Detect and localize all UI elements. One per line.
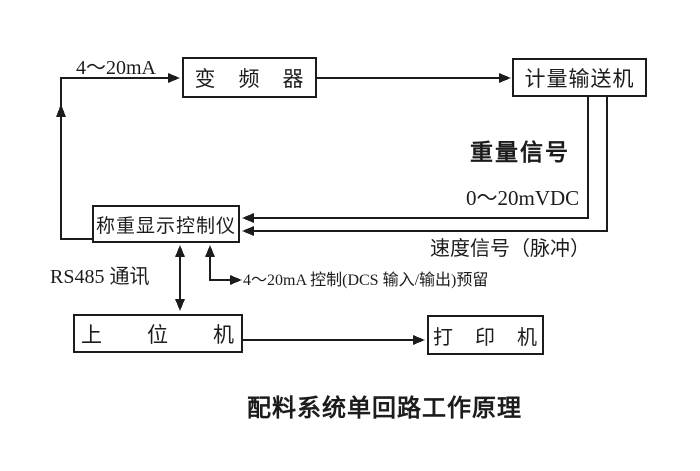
label-0-20mvdc: 0～20mVDC [466,186,580,210]
arrow-up-icon [205,245,215,257]
connector-host-to-printer [243,335,425,345]
node-host-computer: 上 位 机 [73,314,243,353]
arrow-up-icon [56,104,66,117]
node-metering-conveyor-label: 计量输送机 [524,66,635,91]
node-host-computer-label: 上 位 机 [81,322,235,347]
label-speed-signal-pulse: 速度信号（脉冲） [430,238,590,260]
node-printer-label: 打 印 机 [433,326,538,349]
node-weighing-controller: 称重显示控制仪 [92,205,240,243]
line [253,97,608,232]
arrow-right-icon [499,73,511,83]
arrow-left-icon [242,226,254,236]
arrow-right-icon [230,275,242,285]
node-weighing-controller-label: 称重显示控制仪 [95,215,236,237]
node-metering-conveyor: 计量输送机 [512,58,647,97]
line [253,97,589,219]
arrow-right-icon [413,335,425,345]
arrow-up-icon [175,245,185,257]
connector-speed-signal [242,97,608,236]
label-4-20ma-loop: 4～20mA [76,57,156,79]
connector-weight-signal [242,97,589,223]
arrow-left-icon [242,213,254,223]
arrow-right-icon [168,73,180,83]
arrow-down-icon [175,299,185,311]
connector-dcs-reserved [205,245,242,285]
connector-inverter-to-conveyor [317,73,511,83]
connector-feedback-4-20ma [56,73,180,240]
node-inverter: 变 频 器 [182,57,317,98]
label-weight-signal: 重量信号 [470,140,570,165]
node-inverter-label: 变 频 器 [194,66,305,91]
label-dcs-reserved: 4～20mA 控制(DCS 输入/输出)预留 [243,272,489,289]
connector-rs485 [175,245,185,311]
diagram-title: 配料系统单回路工作原理 [247,396,522,422]
label-rs485-comm: RS485 通讯 [50,266,150,288]
feedback-line [60,77,168,240]
line [209,254,231,281]
node-printer: 打 印 机 [427,315,544,355]
